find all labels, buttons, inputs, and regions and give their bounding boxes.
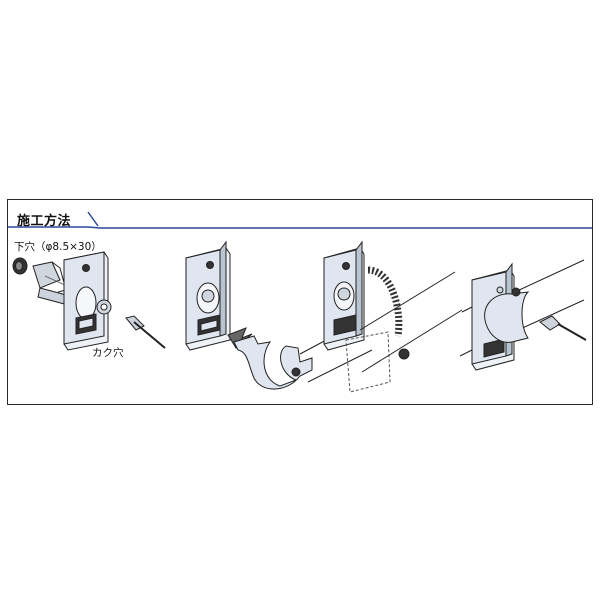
clamp-rotation-step [323, 240, 463, 393]
pipe-fixed-step [459, 259, 587, 371]
nut-icon [96, 299, 112, 315]
clamp-dashed-outline-icon [345, 331, 410, 393]
channel-bracket-icon [323, 240, 365, 351]
screwdriver-icon [539, 315, 587, 341]
anchor-cap-icon [12, 257, 28, 275]
rotation-path-icon [367, 266, 403, 337]
pipe-clamp-icon [484, 286, 530, 343]
pipe-clamp-icon [233, 335, 313, 390]
mounting-plate-icon [63, 251, 109, 351]
bracket-clip-placement-step [185, 240, 373, 390]
pilot-hole-label: 下穴（φ8.5×30） [14, 241, 102, 253]
channel-bracket-icon [185, 240, 231, 351]
section-title: 施工方法 [17, 214, 72, 229]
anchor-bolt-insertion-step [12, 251, 166, 351]
screwdriver-icon [125, 315, 166, 349]
square-hole-label: カク穴 [92, 347, 124, 359]
pipe-icon [359, 271, 463, 373]
